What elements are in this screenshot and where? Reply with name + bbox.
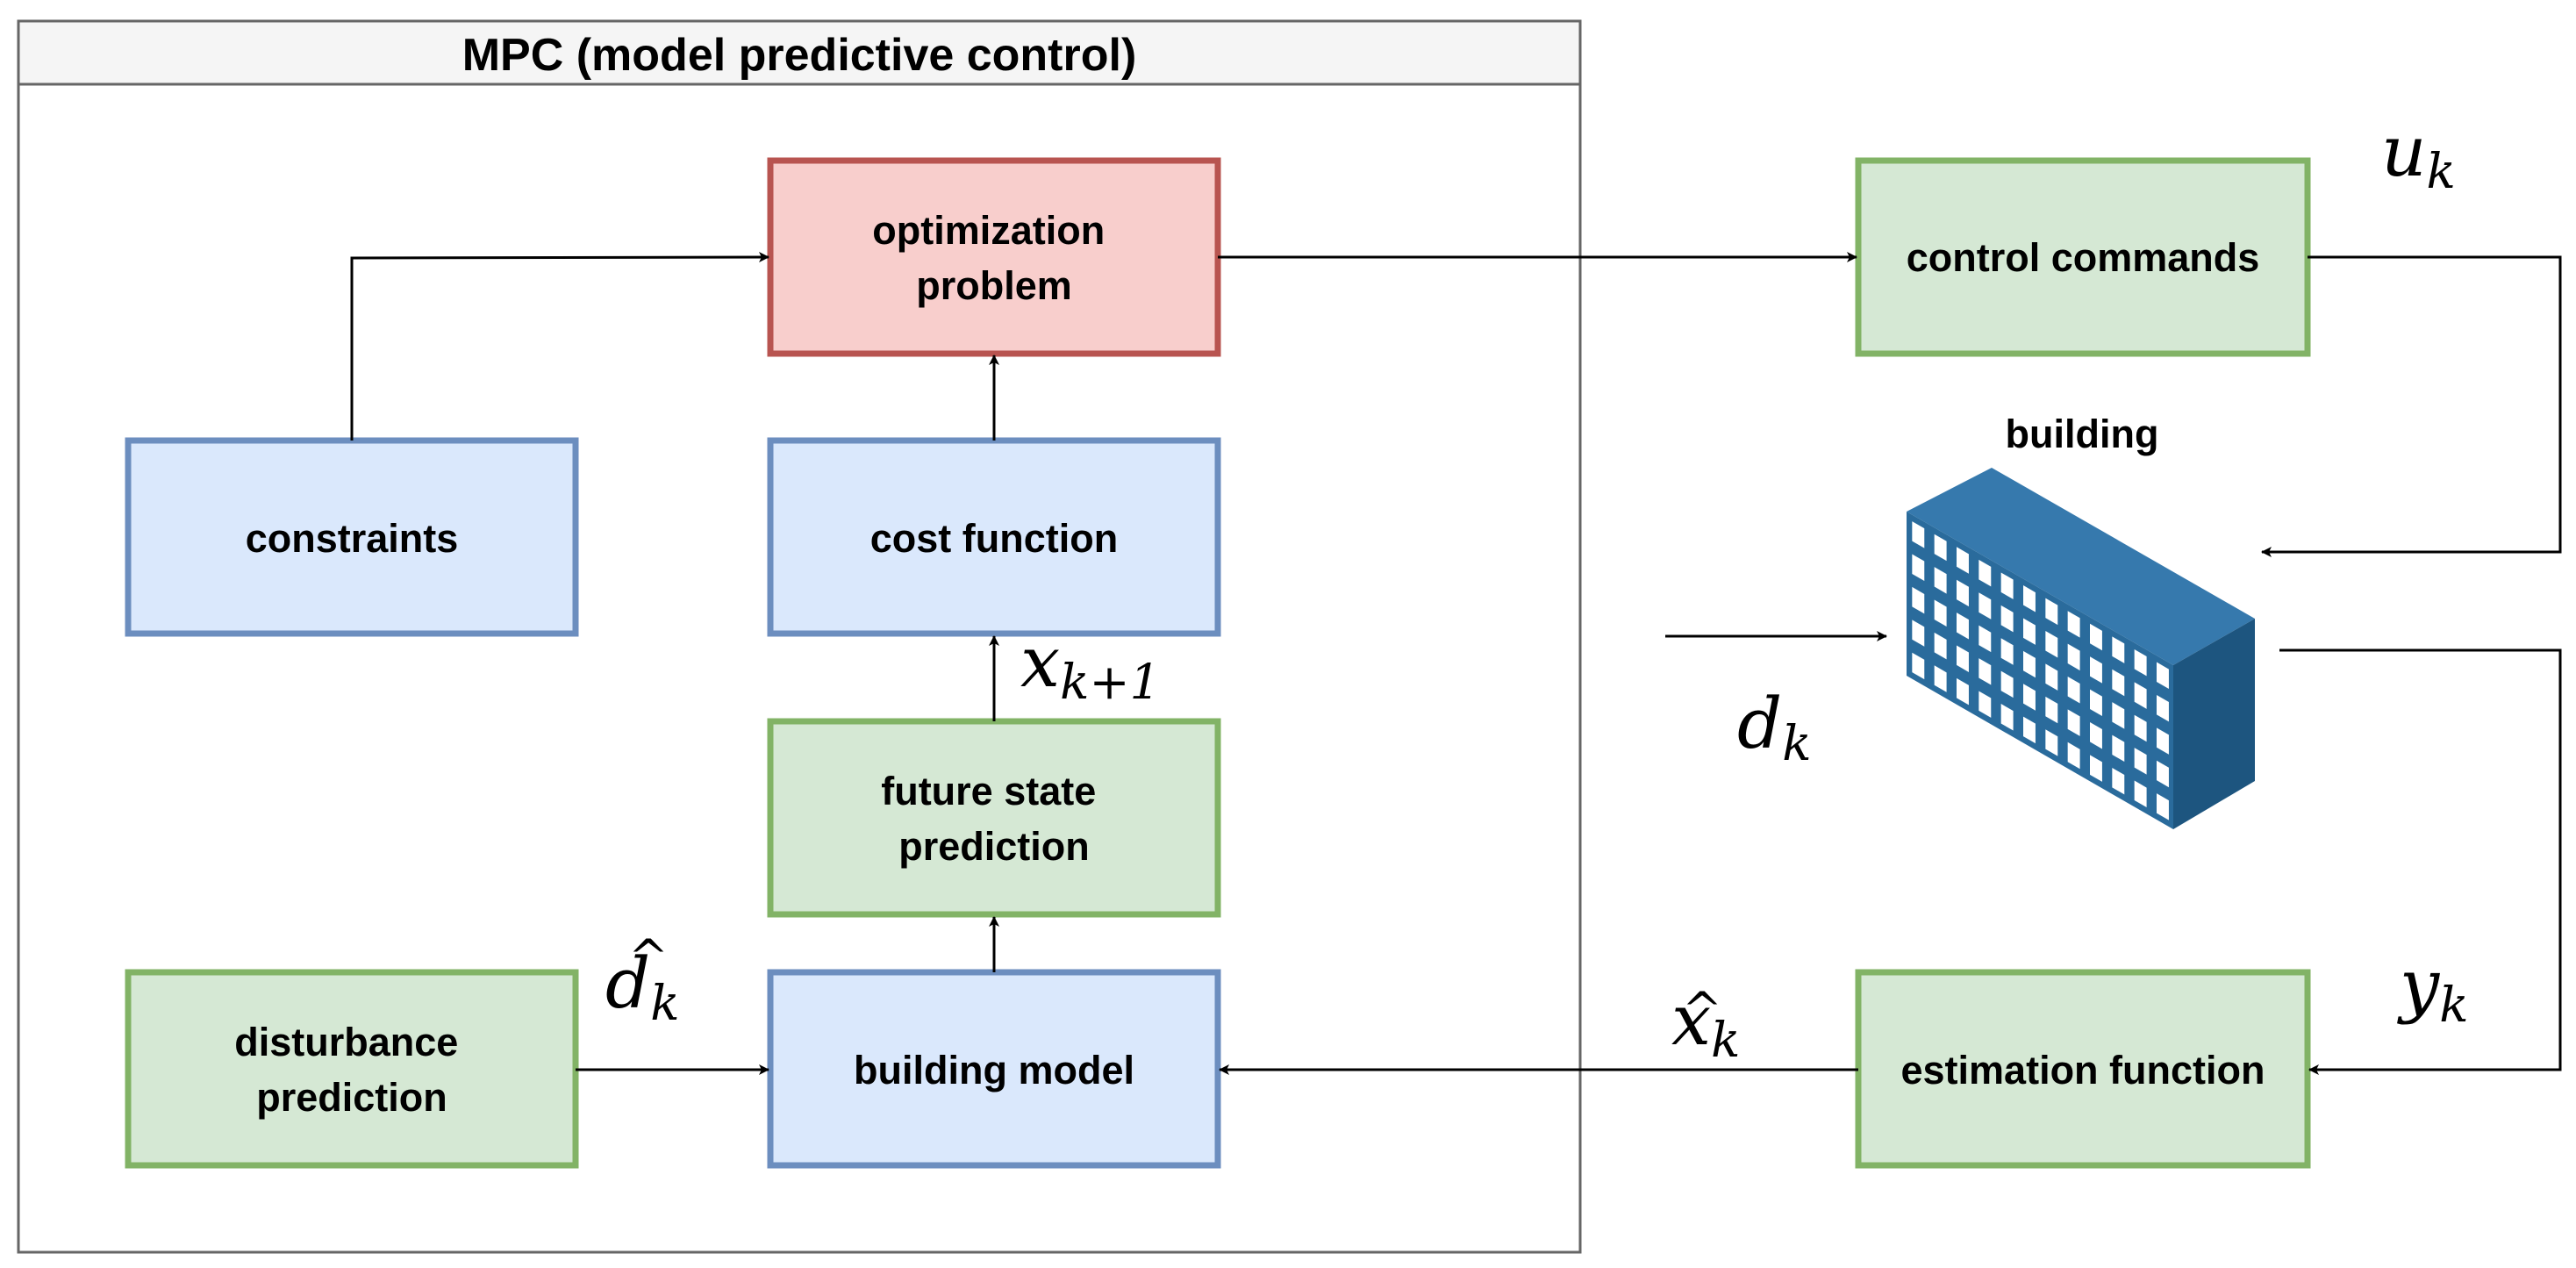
signal-x-k-plus-1-base: x	[1020, 621, 1060, 703]
svg-text:optimization problem: optimization problem	[872, 208, 1115, 308]
signal-d-hat-k-sub: k	[650, 975, 679, 1031]
signal-x-hat-k-hat: ^	[1682, 982, 1722, 1038]
building-model-block: building model	[767, 969, 1221, 1169]
optimization-problem-line-1: optimization	[872, 208, 1105, 253]
building-icon	[1907, 468, 2255, 829]
signal-d-hat-k: ^ dk	[605, 929, 680, 1031]
svg-text:xk+1: xk+1	[1020, 621, 1161, 710]
constraints-label: constraints	[246, 516, 459, 561]
signal-u-k: uk	[2381, 111, 2456, 199]
building-model-label: building model	[854, 1048, 1134, 1092]
control-commands-label: control commands	[1907, 235, 2260, 280]
arrow-constraints-to-optimization	[350, 252, 769, 441]
estimation-function-label: estimation function	[1901, 1048, 2265, 1092]
signal-d-k-sub: k	[1782, 715, 1811, 771]
svg-text:future state prediction: future state prediction	[881, 769, 1107, 869]
future-state-prediction-line-2: prediction	[898, 824, 1090, 869]
signal-y-k-sub: k	[2439, 977, 2468, 1033]
signal-d-hat-k-base: d	[605, 942, 650, 1024]
building-label: building	[2006, 412, 2159, 456]
svg-text:disturbance prediction: disturbance prediction	[234, 1020, 469, 1120]
signal-x-k-plus-1-sub: k+1	[1060, 654, 1160, 710]
disturbance-prediction-line-2: prediction	[256, 1075, 447, 1120]
cost-function-label: cost function	[870, 516, 1118, 561]
optimization-problem-line-2: problem	[916, 263, 1072, 308]
disturbance-prediction-block: disturbance prediction	[125, 969, 579, 1169]
svg-text:dk: dk	[1737, 683, 1812, 771]
signal-x-hat-k-sub: k	[1711, 1012, 1740, 1068]
signal-d-k-base: d	[1737, 683, 1782, 764]
svg-text:xk: xk	[1671, 979, 1740, 1068]
signal-d-k: dk	[1737, 683, 1812, 771]
constraints-block: constraints	[125, 437, 579, 637]
svg-text:dk: dk	[605, 942, 680, 1031]
building-group: building	[1907, 412, 2255, 829]
signal-d-hat-k-hat: ^	[628, 929, 669, 985]
estimation-function-block: estimation function	[1855, 969, 2311, 1169]
svg-text:uk: uk	[2381, 111, 2456, 199]
arrow-building-to-estimation	[2279, 648, 2562, 1075]
signal-u-k-base: u	[2381, 111, 2427, 192]
control-commands-block: control commands	[1855, 157, 2311, 357]
signal-x-hat-k-base: x	[1671, 979, 1711, 1061]
arrow-control-to-building	[2261, 255, 2562, 557]
cost-function-block: cost function	[767, 437, 1221, 637]
signal-y-k-base: y	[2397, 944, 2441, 1026]
future-state-prediction-line-1: future state	[881, 769, 1096, 813]
svg-text:yk: yk	[2397, 944, 2469, 1033]
connectors	[350, 252, 2562, 1075]
signal-x-hat-k: ^ xk	[1671, 979, 1740, 1068]
signal-x-k-plus-1: xk+1	[1020, 621, 1161, 710]
signal-y-k: yk	[2397, 944, 2469, 1033]
optimization-problem-block: optimization problem	[767, 157, 1221, 357]
disturbance-prediction-line-1: disturbance	[234, 1020, 458, 1064]
mpc-container-title: MPC (model predictive control)	[462, 30, 1137, 81]
signal-u-k-sub: k	[2427, 143, 2456, 199]
future-state-prediction-block: future state prediction	[767, 718, 1221, 918]
